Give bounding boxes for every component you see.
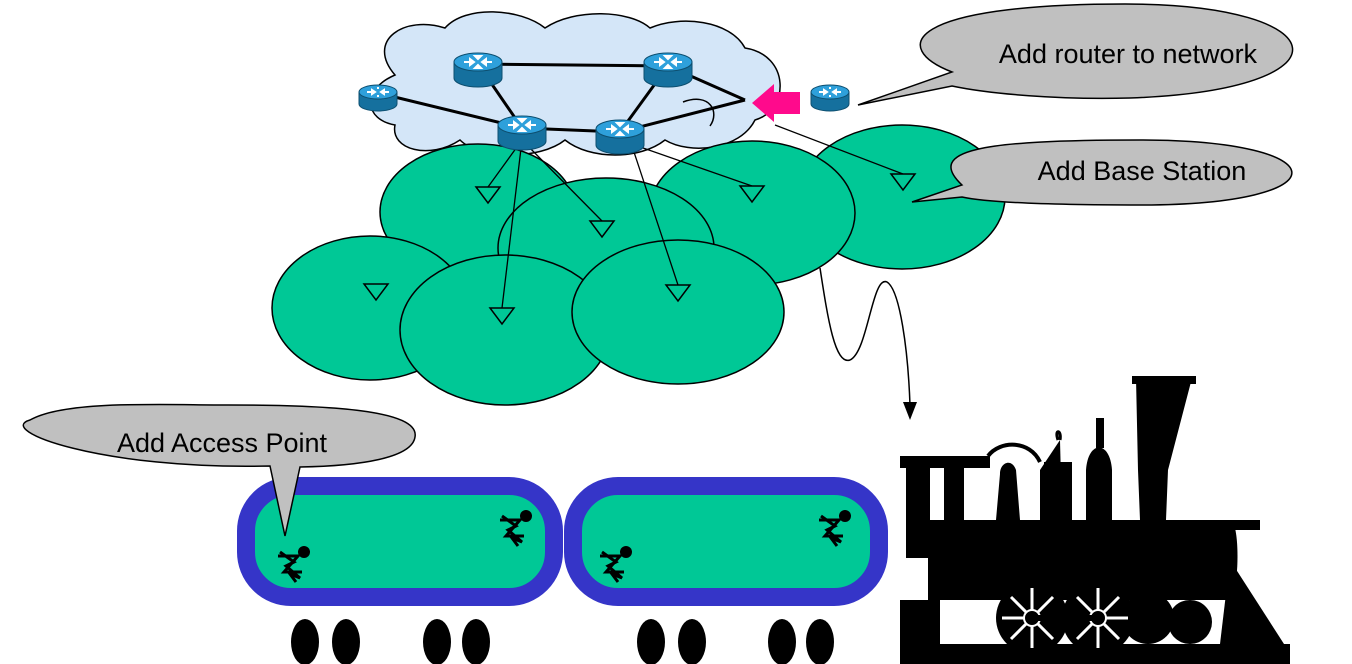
callout-add-base-station: Add Base Station xyxy=(911,139,1293,206)
callout-add-router-text: Add router to network xyxy=(999,39,1258,69)
network-cloud xyxy=(369,11,781,156)
router-icon xyxy=(595,119,645,155)
router-icon xyxy=(453,52,503,88)
new-router-icon xyxy=(810,84,850,112)
router-icon xyxy=(358,84,398,112)
cells xyxy=(271,124,1006,406)
train-car xyxy=(237,477,563,606)
train-car xyxy=(564,477,888,606)
wheels xyxy=(291,619,834,664)
router-icon xyxy=(497,115,547,151)
router-icon xyxy=(643,52,693,88)
callout-add-router: Add router to network xyxy=(857,3,1294,106)
add-arrow xyxy=(752,84,800,122)
callout-add-access-point: Add Access Point xyxy=(22,403,416,537)
cell xyxy=(571,239,785,385)
callout-add-base-station-text: Add Base Station xyxy=(1038,156,1247,186)
locomotive-silhouette xyxy=(900,376,1290,664)
wireless-link xyxy=(819,267,911,406)
callout-add-access-point-text: Add Access Point xyxy=(117,428,328,458)
